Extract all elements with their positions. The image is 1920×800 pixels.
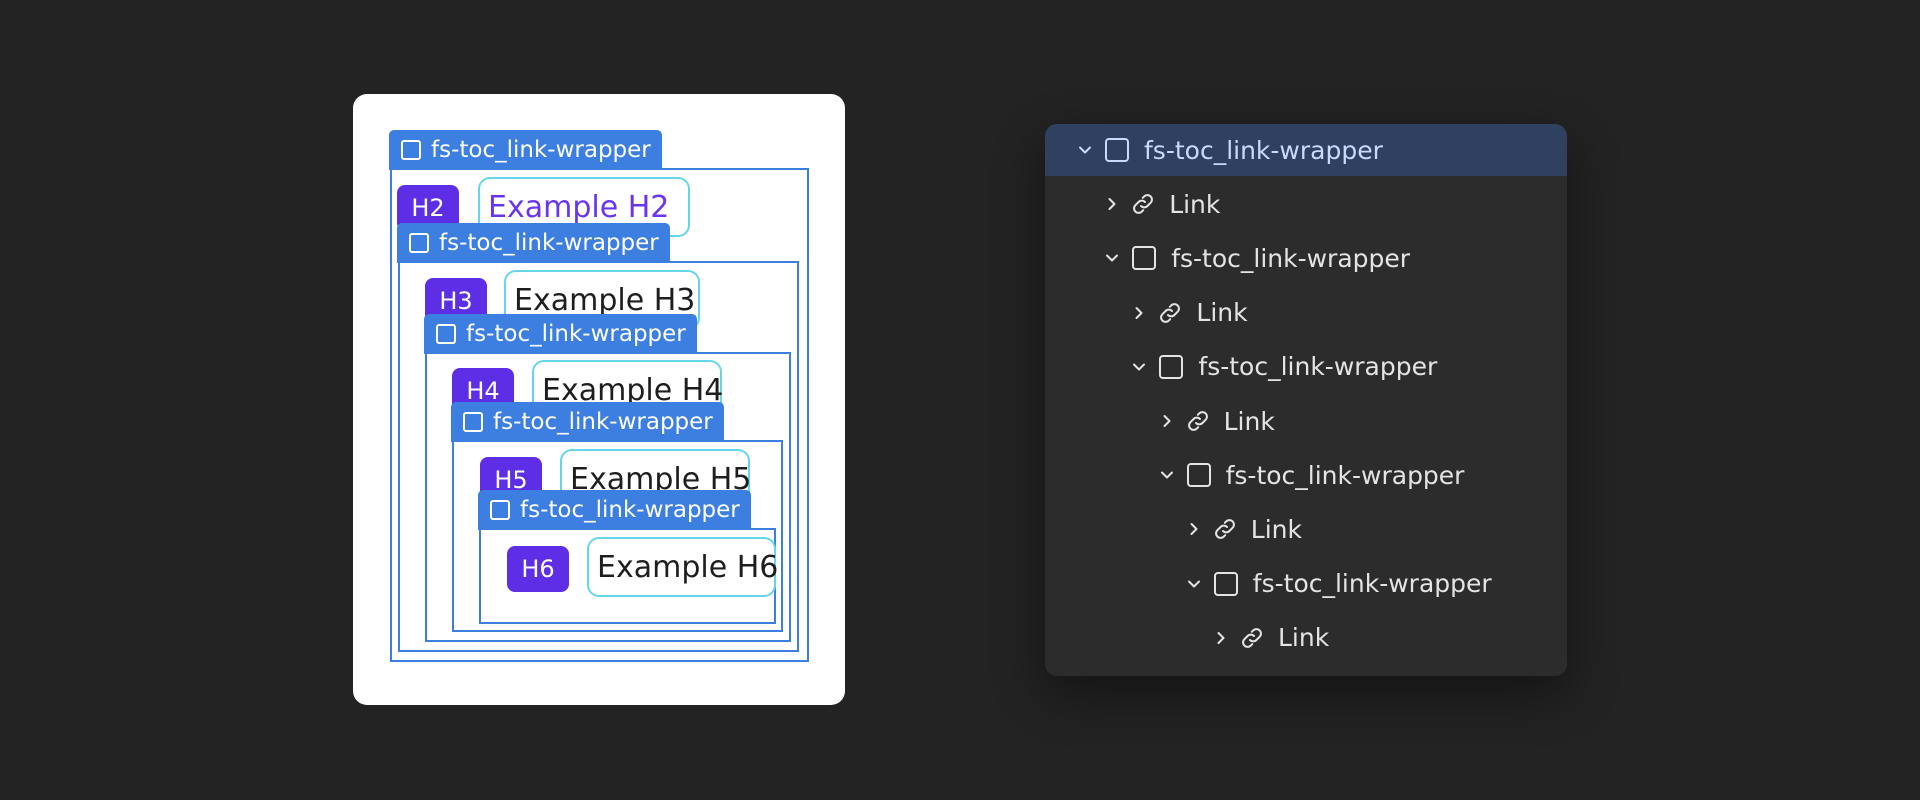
- navigator-row-label: fs-toc_link-wrapper: [1225, 460, 1465, 490]
- navigator-row-link[interactable]: Link: [1045, 395, 1567, 447]
- chevron-right-icon[interactable]: [1160, 414, 1174, 428]
- wrapper-label: fs-toc_link-wrapper: [431, 137, 651, 163]
- box-icon: [401, 140, 421, 160]
- chevron-right-icon[interactable]: [1105, 197, 1119, 211]
- wrapper-label-tag: fs-toc_link-wrapper: [389, 130, 662, 170]
- box-icon: [1186, 462, 1212, 488]
- navigator-row-label: fs-toc_link-wrapper: [1252, 569, 1492, 599]
- chevron-down-icon[interactable]: [1132, 360, 1146, 374]
- box-icon: [1131, 245, 1157, 271]
- wrapper-label: fs-toc_link-wrapper: [520, 497, 740, 523]
- toc-link-h6[interactable]: Example H6: [587, 537, 778, 597]
- link-icon: [1158, 301, 1182, 325]
- navigator-row-wrapper[interactable]: fs-toc_link-wrapper: [1045, 449, 1567, 501]
- chevron-right-icon[interactable]: [1187, 522, 1201, 536]
- navigator-row-label: Link: [1223, 406, 1275, 436]
- chevron-down-icon[interactable]: [1187, 577, 1201, 591]
- box-icon: [1104, 137, 1130, 163]
- wrapper-label-tag: fs-toc_link-wrapper: [478, 490, 751, 530]
- navigator-row-label: Link: [1169, 189, 1221, 219]
- box-icon: [1213, 571, 1239, 597]
- navigator-row-link[interactable]: Link: [1045, 612, 1567, 664]
- wrapper-label-tag: fs-toc_link-wrapper: [451, 402, 724, 442]
- heading-badge-h6: H6: [507, 546, 569, 592]
- box-icon: [409, 233, 429, 253]
- navigator-row-label: Link: [1196, 298, 1248, 328]
- navigator-row-wrapper[interactable]: fs-toc_link-wrapper: [1045, 232, 1567, 284]
- link-icon: [1186, 409, 1210, 433]
- link-icon: [1240, 626, 1264, 650]
- box-icon: [1158, 354, 1184, 380]
- canvas-preview: H2 Example H2 fs-toc_link-wrapper H3 Exa…: [353, 94, 845, 705]
- chevron-right-icon[interactable]: [1214, 631, 1228, 645]
- navigator-row-label: fs-toc_link-wrapper: [1198, 352, 1438, 382]
- wrapper-label: fs-toc_link-wrapper: [466, 321, 686, 347]
- navigator-row-label: fs-toc_link-wrapper: [1171, 243, 1411, 273]
- navigator-row-link[interactable]: Link: [1045, 178, 1567, 230]
- navigator-row-label: fs-toc_link-wrapper: [1144, 135, 1383, 165]
- wrapper-label: fs-toc_link-wrapper: [493, 409, 713, 435]
- chevron-down-icon[interactable]: [1160, 468, 1174, 482]
- box-icon: [436, 324, 456, 344]
- box-icon: [490, 500, 510, 520]
- navigator-row-link[interactable]: Link: [1045, 503, 1567, 555]
- box-icon: [463, 412, 483, 432]
- navigator-row-label: Link: [1250, 514, 1302, 544]
- wrapper-label: fs-toc_link-wrapper: [439, 230, 659, 256]
- navigator-row-wrapper[interactable]: fs-toc_link-wrapper: [1045, 341, 1567, 393]
- wrapper-label-tag: fs-toc_link-wrapper: [424, 314, 697, 354]
- wrapper-label-tag: fs-toc_link-wrapper: [397, 223, 670, 263]
- navigator-row-link[interactable]: Link: [1045, 287, 1567, 339]
- chevron-down-icon[interactable]: [1078, 143, 1092, 157]
- chevron-down-icon[interactable]: [1105, 251, 1119, 265]
- navigator-row-wrapper[interactable]: fs-toc_link-wrapper: [1045, 558, 1567, 610]
- link-icon: [1131, 192, 1155, 216]
- navigator-row-wrapper[interactable]: fs-toc_link-wrapper: [1045, 124, 1567, 176]
- link-icon: [1213, 517, 1237, 541]
- chevron-right-icon[interactable]: [1132, 306, 1146, 320]
- navigator-row-label: Link: [1278, 623, 1330, 653]
